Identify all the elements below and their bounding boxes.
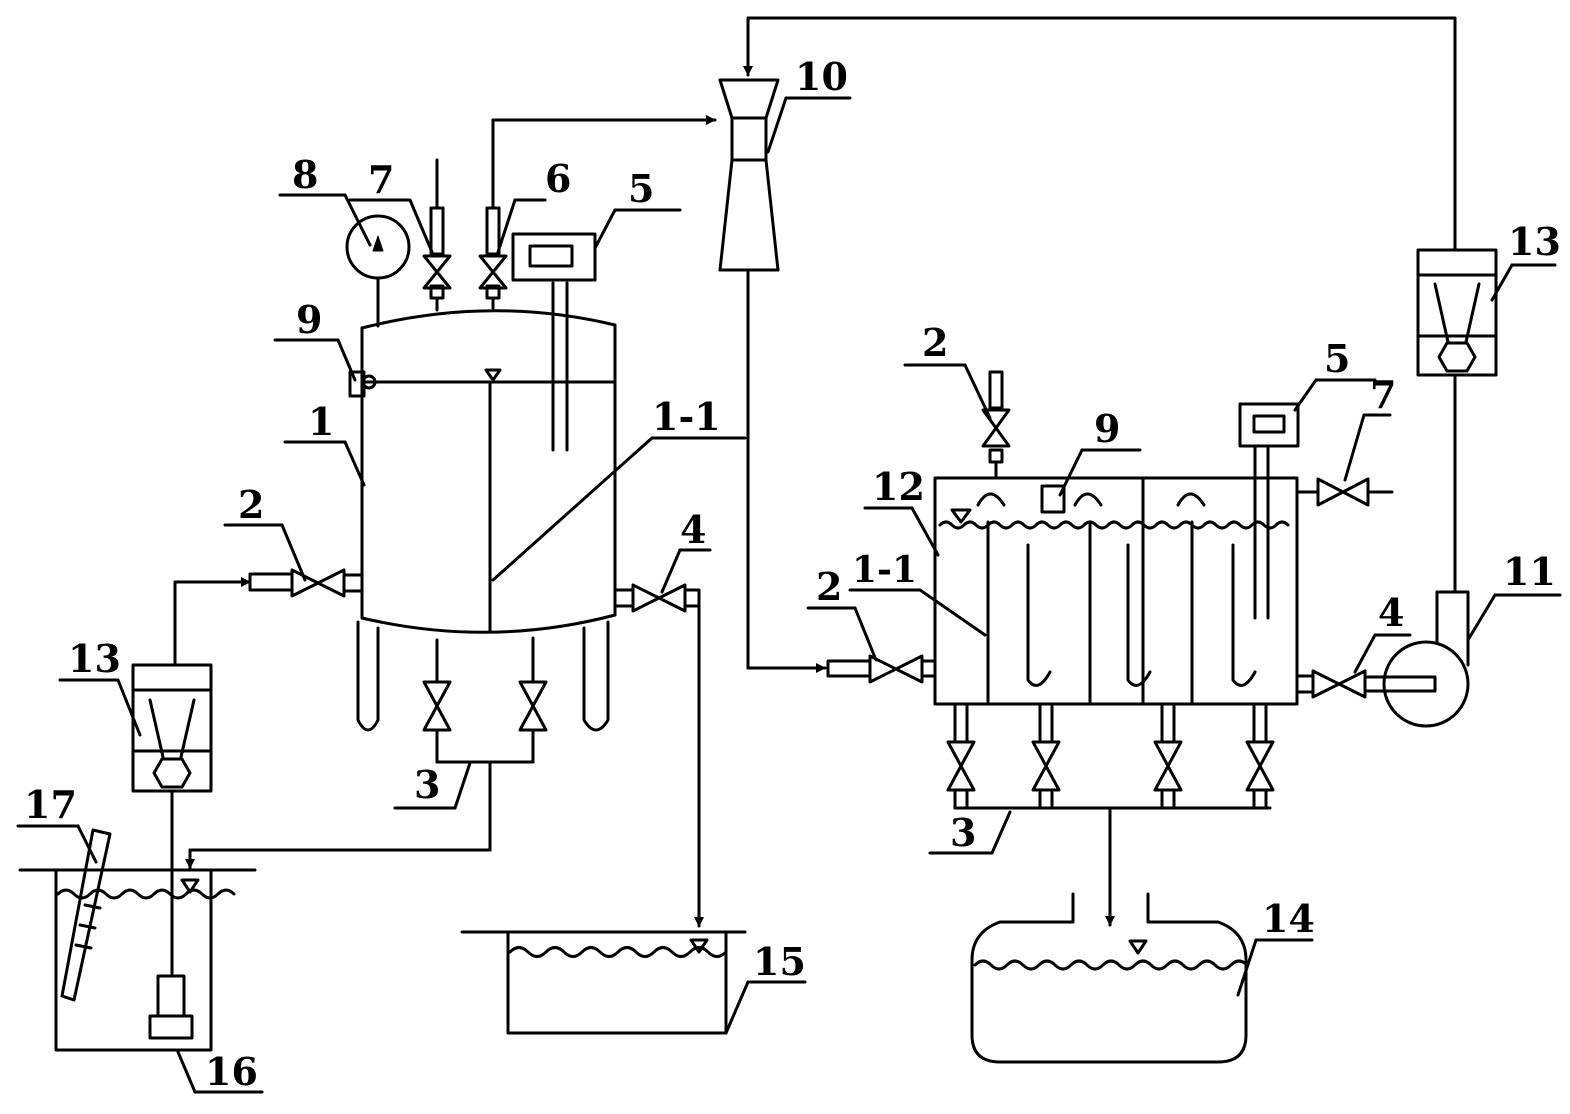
level-mark [484,368,502,382]
valve-3-left [185,636,548,870]
valve-2-left [173,568,364,667]
label-valve-2-right-top: 2 [922,320,948,365]
label-ladder-17: 17 [24,782,77,827]
leader-lines [16,96,1562,1094]
sensor-5-right [1238,402,1300,448]
label-sump-16: 16 [205,1049,258,1094]
sump-16 [18,868,257,1052]
valve-6 [478,115,717,310]
sensor-5-left [511,232,597,282]
label-filter-13-left: 13 [68,636,121,681]
label-valve-7-right: 7 [1370,372,1396,417]
label-gauge-8: 8 [292,152,318,197]
filter-13-left [131,663,213,977]
label-valve-2-left: 2 [238,482,264,527]
right-reactor [933,444,1299,706]
pressure-gauge-icon [345,214,411,328]
tank-15 [460,930,747,1035]
valve-7-right [1295,477,1394,507]
ejector-10 [718,16,1457,673]
label-tank-1: 1 [308,399,334,444]
label-ejector-10: 10 [795,54,848,99]
tank-14 [970,892,1249,1064]
label-valve-3-right: 3 [950,810,976,855]
label-pump-11: 11 [1503,549,1556,594]
label-valve-4-left: 4 [680,507,706,552]
level-indicator-left [348,370,377,398]
label-valve-4-right: 4 [1378,590,1404,635]
label-level-9-left: 9 [296,297,322,342]
label-tank-15: 15 [753,939,806,984]
label-level-9-right: 9 [1094,406,1120,451]
valve-2-right-top [981,370,1011,480]
label-partition-left: 1-1 [652,394,721,439]
label-filter-13-right: 13 [1508,219,1561,264]
label-valve-6: 6 [545,156,571,201]
filter-13-right [1416,16,1498,377]
label-sensor-5-right: 5 [1324,336,1350,381]
label-tank-14: 14 [1262,896,1315,941]
valve-7-left [422,158,452,312]
valve-2-right-inlet [826,654,937,684]
valve-4-left [613,583,704,928]
valve-4-right [1295,669,1437,699]
label-partition-right: 1-1 [852,549,917,591]
label-valve-7-left: 7 [368,157,394,202]
label-reactor-12: 12 [872,464,925,509]
part-labels: 8 7 6 5 9 1 1-1 2 4 13 3 17 16 15 10 13 … [24,54,1561,1094]
label-valve-2-right-inlet: 2 [816,564,842,609]
label-valve-3-left: 3 [414,762,440,807]
ladder-17 [60,828,112,1002]
level-indicator-right [1040,484,1066,514]
valve-3-right [946,702,1275,927]
pump-11 [1382,373,1470,728]
label-sensor-5-left: 5 [628,166,654,211]
